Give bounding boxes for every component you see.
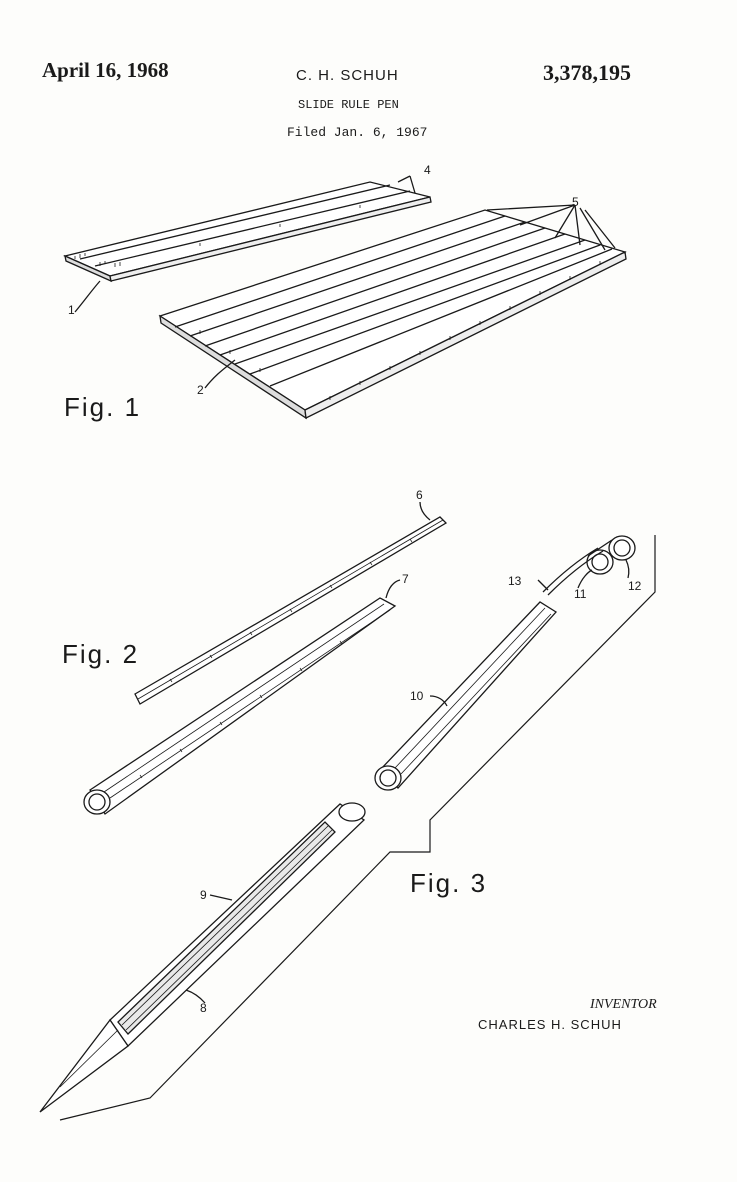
ref-10: 10 [410,689,424,703]
ref-12: 12 [628,579,642,593]
figure-1-label: Fig. 1 [64,392,141,423]
ref-7: 7 [402,572,409,586]
inventor-label: INVENTOR [590,997,657,1013]
ref-9: 9 [200,888,207,902]
ref-11: 11 [574,587,587,601]
ref-8: 8 [200,1001,207,1015]
fig3-tube [375,602,556,790]
ref-5: 5 [572,195,579,209]
fig3-clip [538,536,635,595]
fig3-pen [40,803,365,1112]
fig2-tube [84,580,400,814]
figure-2-label: Fig. 2 [62,639,139,670]
ref-1: 1 [68,303,75,317]
ref-2: 2 [197,383,204,397]
inventor-name: CHARLES H. SCHUH [478,1017,622,1032]
ref-6: 6 [416,488,423,502]
ref-4: 4 [424,163,431,177]
figure-3-label: Fig. 3 [410,868,487,899]
ref-13: 13 [508,574,522,588]
